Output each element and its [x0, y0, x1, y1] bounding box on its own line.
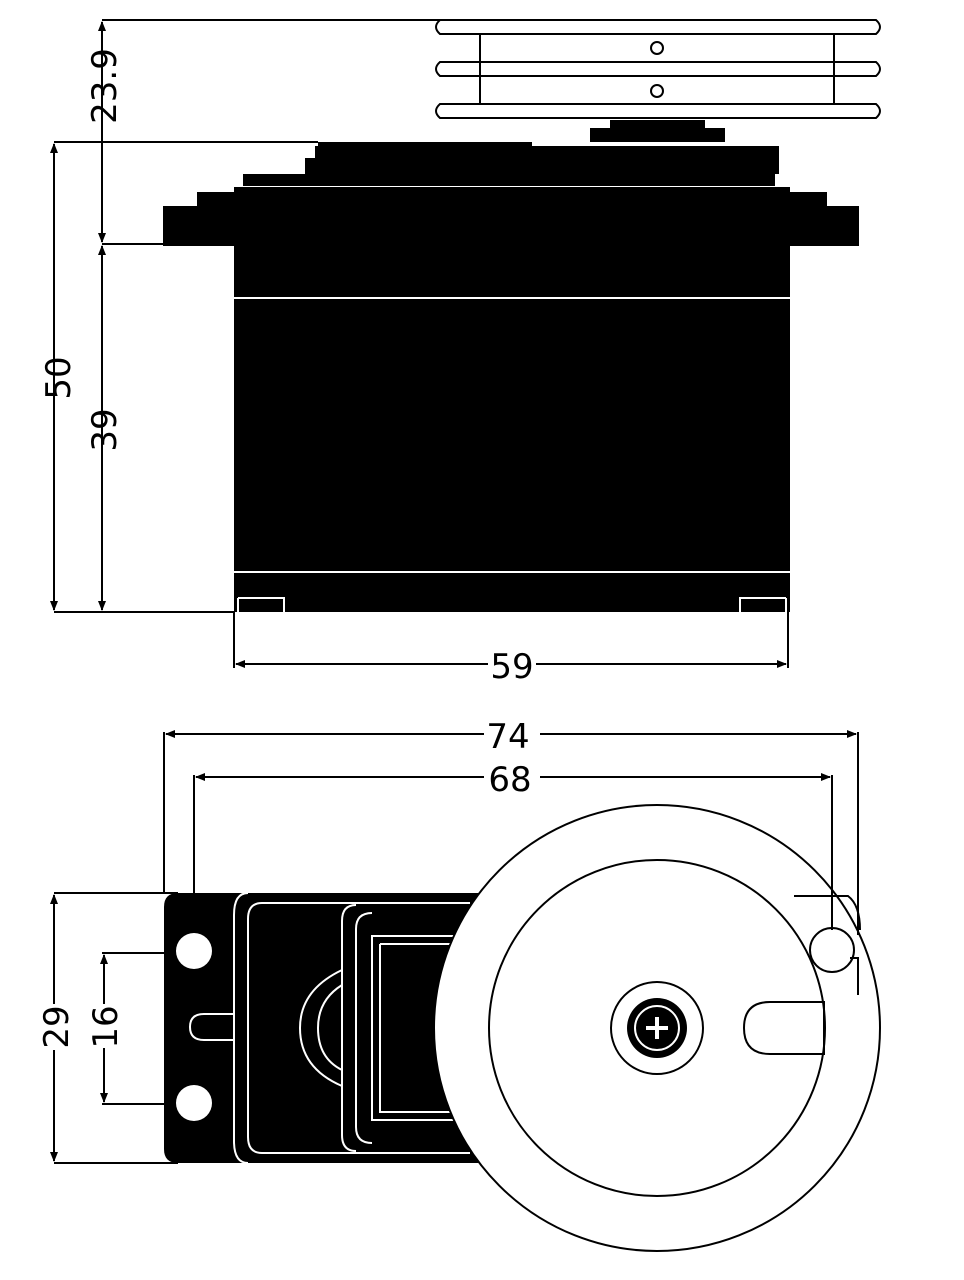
side-view: 23.9 50 39 59 — [39, 19, 881, 687]
dim-horn-height: 23.9 — [85, 19, 440, 245]
dim-body-width: 59 — [233, 612, 789, 687]
round-horn — [433, 804, 881, 1252]
screw-icon — [646, 1017, 668, 1039]
dim-label-hole-pitch: 16 — [86, 1005, 126, 1048]
dim-label-horn-height: 23.9 — [85, 48, 125, 124]
dim-hole-pitch: 16 — [86, 952, 176, 1105]
dim-label-body-width: 59 — [490, 647, 533, 687]
dim-case-width: 29 — [37, 892, 178, 1164]
dim-label-case-width: 29 — [37, 1005, 77, 1048]
dim-hole-spacing: 68 — [193, 760, 833, 930]
top-view: 74 68 29 16 — [37, 717, 881, 1252]
top-cap — [243, 120, 779, 186]
dim-label-body-height: 39 — [85, 408, 125, 451]
dim-overall-length: 74 — [163, 717, 859, 935]
dim-body-height: 39 — [85, 245, 125, 611]
dim-label-overall-length: 74 — [486, 717, 529, 757]
mounting-tabs — [163, 192, 859, 246]
case-top — [164, 892, 490, 1164]
dim-total-height: 50 — [39, 141, 318, 613]
dim-label-total-height: 50 — [39, 356, 79, 399]
servo-body — [234, 187, 790, 612]
output-horn — [435, 19, 881, 119]
dim-label-hole-spacing: 68 — [488, 760, 531, 800]
